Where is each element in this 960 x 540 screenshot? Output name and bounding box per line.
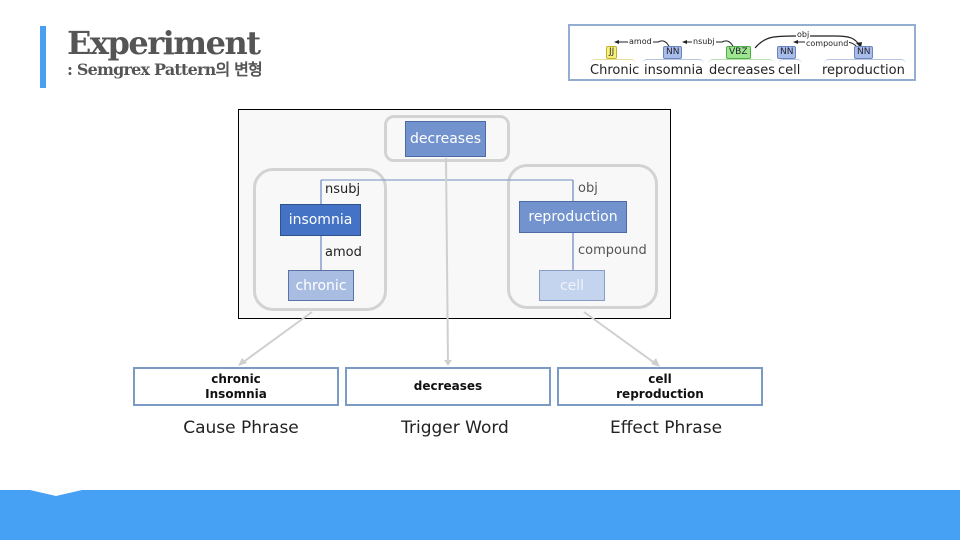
token-span: [778, 59, 802, 64]
caption-trigger-word: Trigger Word: [401, 418, 509, 438]
node-reproduction: reproduction: [519, 201, 627, 233]
token-word: cell: [778, 63, 801, 78]
pos-tag-nn: NN: [854, 46, 874, 59]
token-word: decreases: [709, 63, 775, 78]
token-span: [824, 59, 906, 64]
token-word: insomnia: [644, 63, 704, 78]
footer-band: [0, 490, 960, 540]
arrow-amod-icon: [614, 40, 619, 44]
effect-group: [507, 164, 658, 309]
arrow-head-icon: [444, 360, 452, 366]
pos-tag-nn: NN: [777, 46, 797, 59]
result-box-effect: cell reproduction: [557, 367, 763, 406]
arrow-head-icon: [238, 358, 247, 366]
edge-label-obj: obj: [578, 181, 598, 196]
result-cause-line2: Insomnia: [205, 386, 267, 401]
pos-tag-nn: NN: [663, 46, 683, 59]
edge-label-compound: compound: [578, 243, 647, 258]
page-title: Experiment: [67, 24, 261, 62]
token-span: [708, 59, 774, 64]
pos-tag-vbz: VBZ: [726, 46, 751, 59]
caption-effect-phrase: Effect Phrase: [609, 418, 723, 438]
arrow-nsubj-icon: [682, 40, 687, 44]
token-span: [642, 59, 704, 64]
arc-label-nsubj: nsubj: [692, 37, 716, 47]
result-effect-line2: reproduction: [616, 386, 704, 401]
result-trigger-line1: decreases: [413, 379, 483, 393]
arrow-compound-icon: [793, 40, 798, 44]
cause-group: [253, 168, 387, 311]
arc-label-compound: compound: [805, 39, 850, 49]
edge-label-nsubj: nsubj: [325, 182, 361, 197]
token-word: reproduction: [822, 63, 905, 78]
arc-obj: [754, 35, 861, 49]
token-span: [590, 59, 636, 64]
arc-label-obj: obj: [796, 30, 811, 40]
arrow-head-icon: [651, 358, 660, 367]
arc-nsubj: [686, 40, 735, 49]
arc-amod: [618, 40, 671, 49]
footer-notch: [30, 490, 82, 496]
arc-label-amod: amod: [628, 37, 653, 47]
title-accent-bar: [40, 26, 46, 88]
node-chronic: chronic: [288, 270, 354, 301]
result-effect-line1: cell: [648, 371, 672, 386]
result-cause-line1: chronic: [211, 371, 261, 386]
edge-label-amod: amod: [325, 245, 362, 260]
node-decreases: decreases: [405, 121, 486, 157]
dependency-parse-preview: amod nsubj obj compound JJ NN VBZ NN NN …: [568, 24, 916, 81]
semgrex-diagram-panel: decreases insomnia chronic reproduction …: [238, 109, 671, 319]
page-subtitle: : Semgrex Pattern의 변형: [67, 60, 263, 79]
token-word: Chronic: [590, 63, 640, 78]
caption-cause-phrase: Cause Phrase: [183, 418, 299, 438]
result-box-cause: chronic Insomnia: [133, 367, 339, 406]
node-insomnia: insomnia: [280, 204, 361, 236]
node-cell: cell: [539, 270, 605, 301]
pos-tag-jj: JJ: [606, 46, 618, 59]
result-box-trigger: decreases: [345, 367, 551, 406]
